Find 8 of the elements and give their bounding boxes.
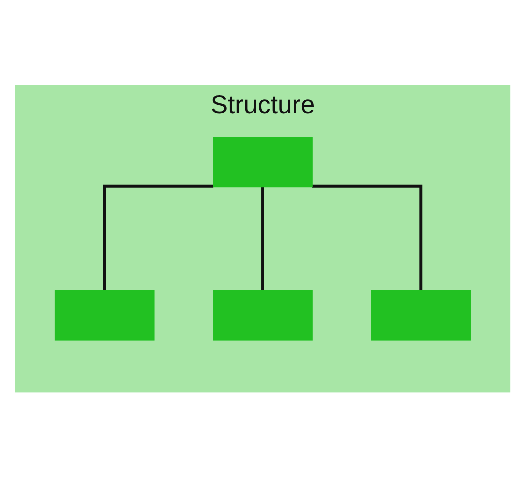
connector (103, 184, 214, 290)
cluster: Structure (15, 84, 511, 392)
connector (262, 185, 264, 290)
node-box (213, 136, 313, 188)
node-box (213, 290, 313, 340)
node-box (371, 290, 472, 340)
node-box (54, 290, 155, 340)
connector (312, 184, 423, 290)
